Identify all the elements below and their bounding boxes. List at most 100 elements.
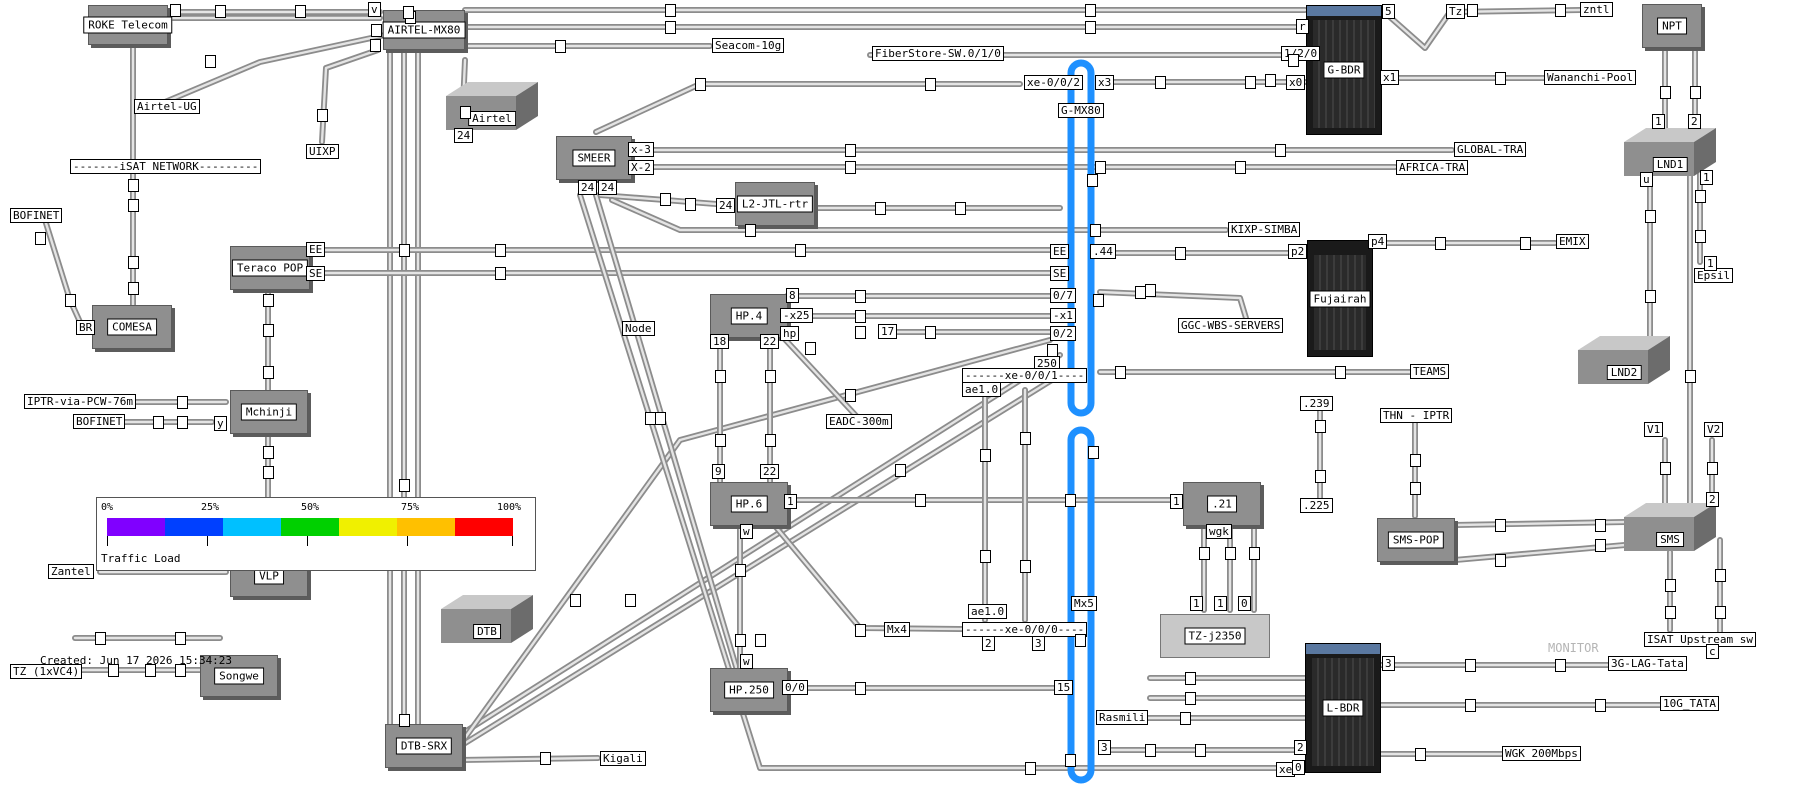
node-lnd2[interactable]: LND2 — [1578, 336, 1670, 384]
node-hp-6[interactable]: HP.6 — [710, 482, 788, 526]
node-hp-4[interactable]: HP.4 — [710, 294, 788, 338]
node-label: SMEER — [572, 149, 616, 167]
label-2-d: 2 — [1688, 114, 1701, 129]
legend-swatch-0 — [107, 518, 165, 536]
node-dtb-srx[interactable]: DTB-SRX — [385, 724, 463, 768]
node-hp-250[interactable]: HP.250 — [710, 668, 788, 712]
link-marker-57 — [263, 324, 274, 337]
label-se-2: SE — [1050, 266, 1070, 281]
node-label: ROKE Telecom — [83, 16, 173, 34]
label-africa-tra: AFRICA-TRA — [1396, 160, 1469, 175]
link-marker-26 — [1235, 161, 1246, 174]
label-isat-network: -------iSAT NETWORK--------- — [70, 159, 262, 174]
legend-tick-0: 0% — [101, 502, 114, 513]
label-isat-upstream: ISAT Upstream sw — [1644, 632, 1756, 647]
node-airtel-mx80[interactable]: AIRTEL-MX80 — [382, 10, 466, 50]
legend-swatch-6 — [455, 518, 513, 536]
link-marker-30 — [875, 202, 886, 215]
label-24-b: 24 — [578, 180, 598, 195]
node-dtb[interactable]: DTB — [441, 595, 533, 643]
label-24-d: 24 — [716, 198, 736, 213]
node-teraco-pop[interactable]: Teraco POP — [230, 246, 310, 290]
link-marker-125 — [1025, 762, 1036, 775]
node-songwe[interactable]: Songwe — [200, 655, 278, 697]
label-mx5: Mx5 — [1071, 596, 1097, 611]
node-label: Songwe — [214, 667, 264, 685]
node-label: HP.4 — [730, 307, 768, 325]
link-marker-44 — [855, 310, 866, 323]
node-lnd1[interactable]: LND1 — [1624, 128, 1716, 176]
label-0-2: 0/2 — [1050, 326, 1076, 341]
link-marker-96 — [1180, 712, 1191, 725]
node-npt[interactable]: NPT — [1642, 4, 1702, 48]
label-x1: x1 — [1380, 70, 1400, 85]
label-y: y — [214, 416, 227, 431]
link-paths — [42, 7, 1723, 771]
link-marker-58 — [263, 366, 274, 379]
label-x1-b: -x1 — [1050, 308, 1076, 323]
node-l2-jtl-rtr[interactable]: L2-JTL-rtr — [735, 182, 815, 226]
link-marker-130 — [1288, 54, 1299, 67]
link-core-45 — [578, 193, 1307, 770]
traffic-load-legend: 0% 25% 50% 75% 100% Traffic Load — [96, 497, 536, 571]
link-marker-90 — [1315, 470, 1326, 483]
link-marker-131 — [1265, 74, 1276, 87]
node-mchinji[interactable]: Mchinji — [230, 390, 308, 434]
node-comesa[interactable]: COMESA — [92, 305, 172, 349]
node-label: LND1 — [1652, 157, 1688, 172]
node-21[interactable]: .21 — [1183, 482, 1261, 526]
link-marker-9 — [555, 40, 566, 53]
node-fujairah[interactable]: Fujairah — [1307, 240, 1373, 357]
label-p2: p2 — [1288, 244, 1308, 259]
link-marker-41 — [1115, 366, 1126, 379]
label-2-e: 2 — [1706, 492, 1719, 507]
link-marker-32 — [745, 224, 756, 237]
link-marker-39 — [1520, 237, 1531, 250]
label-zantel: Zantel — [48, 564, 94, 579]
label-1-2-0: 1/2/0 — [1281, 46, 1321, 61]
label-r: r — [1296, 19, 1309, 34]
node-roke-telecom[interactable]: ROKE Telecom — [83, 5, 173, 45]
label-1-d: 1 — [1214, 596, 1227, 611]
link-marker-12 — [399, 244, 410, 257]
label-fiberstore: FiberStore-SW.0/1/0 — [872, 46, 1004, 61]
node-g-bdr[interactable]: G-BDR — [1306, 5, 1382, 135]
link-marker-91 — [1410, 454, 1421, 467]
node-sms[interactable]: SMS — [1624, 503, 1716, 551]
link-marker-76 — [765, 434, 776, 447]
label-g-mx80: G-MX80 — [1058, 103, 1104, 118]
label-iptr-pcw: IPTR-via-PCW-76m — [24, 394, 136, 409]
link-marker-132 — [1145, 284, 1156, 297]
node-smeer[interactable]: SMEER — [556, 136, 632, 180]
node-label: HP.250 — [724, 681, 774, 699]
link-core-42 — [458, 756, 600, 762]
label-ggc: GGC-WBS-SERVERS — [1178, 318, 1284, 333]
link-core-15 — [1380, 8, 1582, 50]
link-marker-103 — [1465, 699, 1476, 712]
link-marker-68 — [625, 594, 636, 607]
link-marker-106 — [1495, 519, 1506, 532]
label-epsil: Epsil — [1694, 268, 1734, 283]
label-1-f: 1 — [1700, 170, 1713, 185]
label-22-b: 22 — [760, 464, 780, 479]
label-global-tra: GLOBAL-TRA — [1454, 142, 1527, 157]
label-225: .225 — [1300, 498, 1333, 513]
node-airtel[interactable]: Airtel — [446, 82, 538, 130]
link-marker-4 — [371, 24, 382, 37]
link-marker-71 — [570, 594, 581, 607]
link-marker-102 — [1555, 659, 1566, 672]
node-tz-j2350[interactable]: TZ-j2350 — [1160, 614, 1270, 658]
label-9: 9 — [712, 464, 725, 479]
node-sms-pop[interactable]: SMS-POP — [1377, 518, 1455, 562]
link-marker-59 — [263, 446, 274, 459]
link-marker-0 — [215, 5, 226, 18]
label-3-b: 3 — [1098, 740, 1111, 755]
label-thn-iptr: THN - IPTR — [1380, 408, 1453, 423]
link-15 — [1379, 7, 1583, 51]
node-l-bdr[interactable]: L-BDR — [1305, 643, 1381, 773]
label-emix: EMIX — [1556, 234, 1589, 249]
legend-title: Traffic Load — [101, 552, 181, 565]
link-marker-116 — [1685, 370, 1696, 383]
label-mx4: Mx4 — [884, 622, 910, 637]
link-marker-48 — [128, 199, 139, 212]
